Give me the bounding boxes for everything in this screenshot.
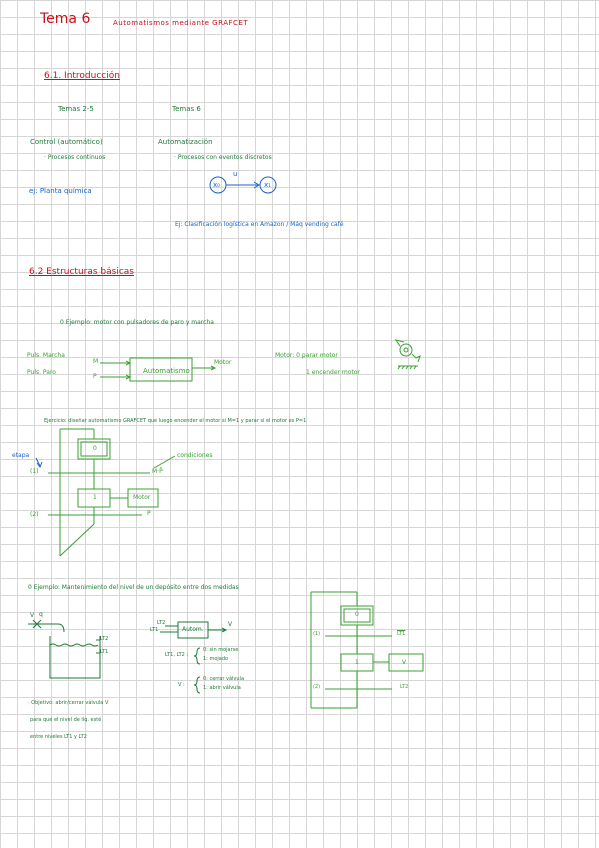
- valve-symbol: [32, 619, 42, 629]
- lt-def-1: 1: mojado: [203, 656, 229, 662]
- page-title: Automatismos mediante GRAFCET: [113, 19, 249, 27]
- label-automatizacion: Automatización: [158, 138, 213, 146]
- grafcet2-trans2-cond: LT2: [400, 684, 409, 690]
- motor-desc-1: 1 encender motor: [306, 369, 360, 376]
- autom-box: [177, 621, 209, 639]
- automatismo-block: [100, 357, 217, 382]
- liquid-surface: [49, 643, 99, 647]
- objetivo-line-3: entre niveles LT1 y LT2: [30, 734, 87, 740]
- grafcet2-step0: 0: [355, 611, 359, 618]
- grafcet1-trans2-label: (2): [30, 511, 39, 518]
- objetivo-line-2: para que el nivel de líq. esté: [30, 717, 102, 723]
- label-ej-logistica: Ej: Clasificación logística en Amazon / …: [175, 221, 344, 228]
- tank-diagram: [28, 619, 101, 679]
- label-condiciones: condiciones: [177, 452, 213, 459]
- grafcet1-initial-step-inner: [80, 441, 108, 457]
- label-puls-paro: Puls. Paro: [27, 369, 56, 376]
- motor-output-label: Motor: [214, 359, 232, 366]
- state-arrow-head: [253, 181, 260, 189]
- v-def-head: V :: [178, 682, 185, 688]
- autom-block: [160, 621, 228, 694]
- tank-walls: [49, 636, 101, 679]
- motor-desc-0: Motor: 0 parar motor: [275, 352, 338, 359]
- grafcet2-step1-box: [340, 653, 374, 672]
- label-control: Control (automático): [30, 138, 103, 146]
- v-def-1: 1: abrir válvula: [203, 685, 241, 691]
- label-puls-marcha: Puls. Marcha: [27, 352, 65, 359]
- v-def-0: 0: cerrar válvula: [203, 676, 245, 682]
- autom-box-label: Autom.: [182, 626, 204, 633]
- automatismo-box: [129, 357, 193, 382]
- grafcet1-step0: 0: [93, 445, 97, 452]
- grafcet1-step1-box: [77, 488, 111, 508]
- objetivo-line-1: · Objetivo: abrir/cerrar válvula V: [28, 700, 109, 706]
- autom-output-arrow: [221, 627, 228, 633]
- v-def-brace: [193, 676, 201, 694]
- input-p-arrow: [125, 374, 132, 380]
- motor-icon: [394, 339, 421, 370]
- lt-def-0: 0: sin mojarse: [203, 647, 239, 653]
- topic-title: Tema 6: [40, 11, 91, 27]
- valve-q-label: q: [39, 611, 43, 618]
- lt-def-brace: [193, 647, 201, 665]
- input-p-label: P: [93, 373, 97, 380]
- section-heading-estructuras: 6.2 Estructuras básicas: [29, 267, 134, 277]
- autom-output-v: V: [228, 621, 233, 628]
- label-temas-6: Temas 6: [172, 105, 201, 113]
- lt-def-head: LT1, LT2 :: [165, 652, 189, 658]
- state-node-x0: [209, 176, 227, 194]
- grafcet1-action-box: [127, 488, 159, 508]
- tank-lt1-label: LT1: [100, 649, 109, 655]
- label-planta-quimica: ej: Planta química: [29, 187, 92, 195]
- label-procesos-continuos: · Procesos continuos: [44, 154, 106, 161]
- inlet-pipe-bend: [57, 623, 65, 633]
- grafcet2-action-v: V: [402, 659, 407, 666]
- input-m-label: M: [93, 358, 99, 365]
- grafcet1-trans1-label: (1): [30, 468, 39, 475]
- label-procesos-discretos: · Procesos con eventos discretos: [174, 154, 272, 161]
- section-heading-intro: 6.1. Introducción: [44, 71, 120, 81]
- grafcet2-step1: 1: [355, 659, 359, 666]
- automatismo-label: Automatismo: [143, 367, 190, 375]
- autom-input-lt1: LT1: [150, 627, 159, 633]
- node-x1-label: x₁: [264, 181, 271, 189]
- tank-lt2-label: LT2: [100, 636, 109, 642]
- label-ejemplo-deposito: 0 Ejemplo: Mantenimiento del nivel de un…: [28, 584, 239, 591]
- label-etapa: etapa: [12, 452, 30, 459]
- valve-v-label: V: [30, 612, 35, 619]
- label-ejemplo-motor: 0 Ejemplo: motor con pulsadores de paro …: [60, 319, 214, 326]
- state-diagram: [209, 176, 277, 194]
- grafcet-deposito: [310, 591, 424, 709]
- input-m-arrow: [125, 360, 132, 366]
- grafcet2-trans2-label: (2): [313, 684, 321, 690]
- grafcet1-action-motor: Motor: [133, 494, 151, 501]
- condiciones-arrow: [153, 455, 176, 469]
- edge-label-u: u: [233, 170, 238, 178]
- grafcet1-step1: 1: [93, 494, 97, 501]
- grafcet2-initial-step-inner: [343, 608, 371, 623]
- grafcet1-trans2-cond: P: [147, 510, 151, 517]
- grafcet2-action-box: [388, 653, 424, 672]
- node-x0-label: x₀: [213, 181, 220, 189]
- grafcet-motor: [48, 428, 176, 557]
- autom-input-lt2: LT2: [157, 620, 166, 626]
- state-node-x1: [259, 176, 277, 194]
- label-ejercicio: Ejercicio: diseñar automatismo GRAFCET q…: [44, 418, 307, 424]
- label-temas-2-5: Temas 2-5: [58, 105, 94, 113]
- etapa-pointer: [35, 457, 43, 469]
- grafcet1-trans1-cond: M·P̄: [152, 468, 163, 475]
- output-motor-arrow: [210, 365, 217, 371]
- grafcet2-trans1-label: (1): [313, 631, 321, 637]
- grafcet1-loop-return: [59, 523, 95, 557]
- grafcet2-trans1-cond: LT1: [397, 631, 406, 637]
